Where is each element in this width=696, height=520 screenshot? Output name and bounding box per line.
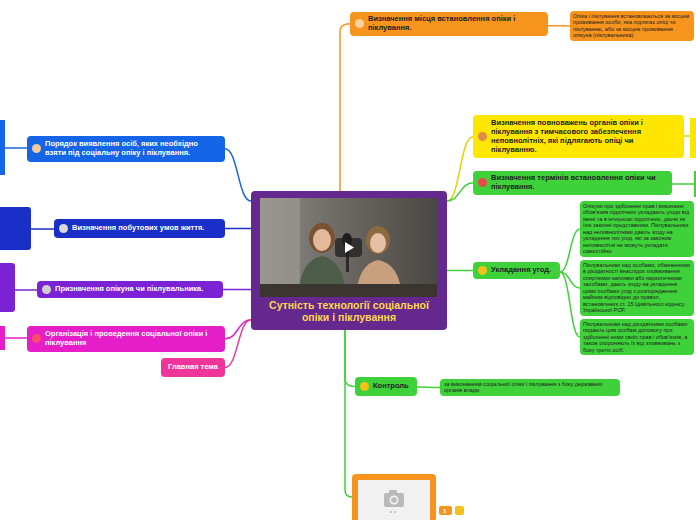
branch-line	[345, 330, 355, 387]
branch-line	[225, 228, 251, 230]
topic-text: Опікуни при здійсненні прав і виконанні …	[583, 203, 691, 255]
note-box: Піклувальники над особами, обмеженими в …	[580, 260, 694, 316]
topic-icon	[59, 224, 68, 233]
branch-line	[225, 149, 251, 201]
stub-box	[0, 120, 5, 175]
camera-icon	[384, 490, 404, 513]
topic-text: Визначення побутових умов життя.	[72, 224, 204, 233]
note-box: Піклувальники над дієздатними особами по…	[580, 319, 694, 355]
branch-line	[548, 25, 570, 27]
branch-line	[417, 386, 440, 388]
stub-box	[0, 326, 5, 350]
topic-text: Визначення місця встановлення опіки і пі…	[368, 15, 543, 33]
topic-text: Укладання угод.	[491, 266, 551, 275]
note-box: Опікуни при здійсненні прав і виконанні …	[580, 201, 694, 257]
topic-icon	[32, 334, 41, 343]
stub-line	[5, 147, 27, 149]
topic-text: Піклувальники над особами, обмеженими в …	[583, 262, 691, 314]
topic-box: Контроль	[355, 377, 417, 396]
branch-line	[225, 320, 251, 368]
image-placeholder	[358, 480, 430, 520]
badge	[439, 506, 452, 515]
branch-line	[560, 229, 580, 272]
topic-box: Главная тема	[161, 358, 225, 377]
stub-box	[690, 118, 696, 158]
topic-box: Визначення побутових умов життя.	[54, 219, 225, 238]
topic-icon	[42, 285, 51, 294]
branch-line	[225, 320, 251, 339]
note-box: Опіка і піклування встановлюються за міс…	[570, 11, 694, 41]
topic-icon	[478, 266, 487, 275]
stub-line	[672, 183, 694, 185]
central-topic: Сутність технології соціальної опіки і п…	[251, 191, 447, 330]
topic-text: Опіка і піклування встановлюються за міс…	[573, 13, 691, 39]
topic-icon	[478, 178, 487, 187]
topic-icon	[360, 382, 369, 391]
branch-line	[447, 137, 473, 201]
topic-icon	[32, 144, 41, 153]
image-card	[352, 474, 436, 520]
topic-text: Главная тема	[164, 363, 222, 372]
trunk-line	[345, 330, 352, 497]
topic-box: Визначення повноважень органів опіки і п…	[473, 115, 684, 158]
branch-line	[447, 183, 473, 201]
stub-box	[0, 207, 31, 250]
stub-line	[15, 289, 37, 291]
stub-line	[684, 135, 690, 137]
topic-text: Контроль	[373, 382, 409, 391]
branch-line	[223, 289, 251, 291]
badge-icon	[455, 506, 464, 515]
badge-number: 1	[443, 507, 446, 515]
stub-line	[31, 228, 54, 230]
topic-icon	[355, 19, 364, 28]
topic-box: Організація і проведення соціальної опік…	[27, 326, 225, 352]
topic-text: Визначення термінів встановлення опіки ч…	[491, 174, 667, 192]
topic-text: за виконанням соціальної опіки і піклува…	[444, 381, 616, 394]
topic-text: Визначення повноважень органів опіки і п…	[491, 119, 679, 154]
topic-icon	[478, 132, 487, 141]
topic-box: Порядок виявлення осіб, яких необхідно в…	[27, 136, 225, 162]
central-title: Сутність технології соціальної опіки і п…	[259, 299, 439, 324]
stub-lines	[5, 136, 694, 497]
note-box: за виконанням соціальної опіки і піклува…	[440, 379, 620, 396]
branch-line	[560, 272, 580, 337]
topic-text: Піклувальники над дієздатними особами по…	[583, 321, 691, 353]
topic-box: Визначення місця встановлення опіки і пі…	[350, 12, 548, 36]
stub-box	[694, 171, 696, 197]
topic-box: Визначення термінів встановлення опіки ч…	[473, 171, 672, 195]
branch-line	[447, 270, 473, 272]
stub-line	[5, 337, 27, 339]
topic-box: Укладання угод.	[473, 262, 560, 279]
topic-text: Порядок виявлення осіб, яких необхідно в…	[45, 140, 220, 158]
branch-line	[340, 24, 350, 191]
topic-text: Організація і проведення соціальної опік…	[45, 330, 220, 348]
topic-box: Призначення опікуна чи піклувальника.	[37, 281, 223, 298]
video-thumbnail	[260, 198, 437, 297]
topic-text: Призначення опікуна чи піклувальника.	[55, 285, 203, 294]
stub-box	[0, 263, 15, 312]
